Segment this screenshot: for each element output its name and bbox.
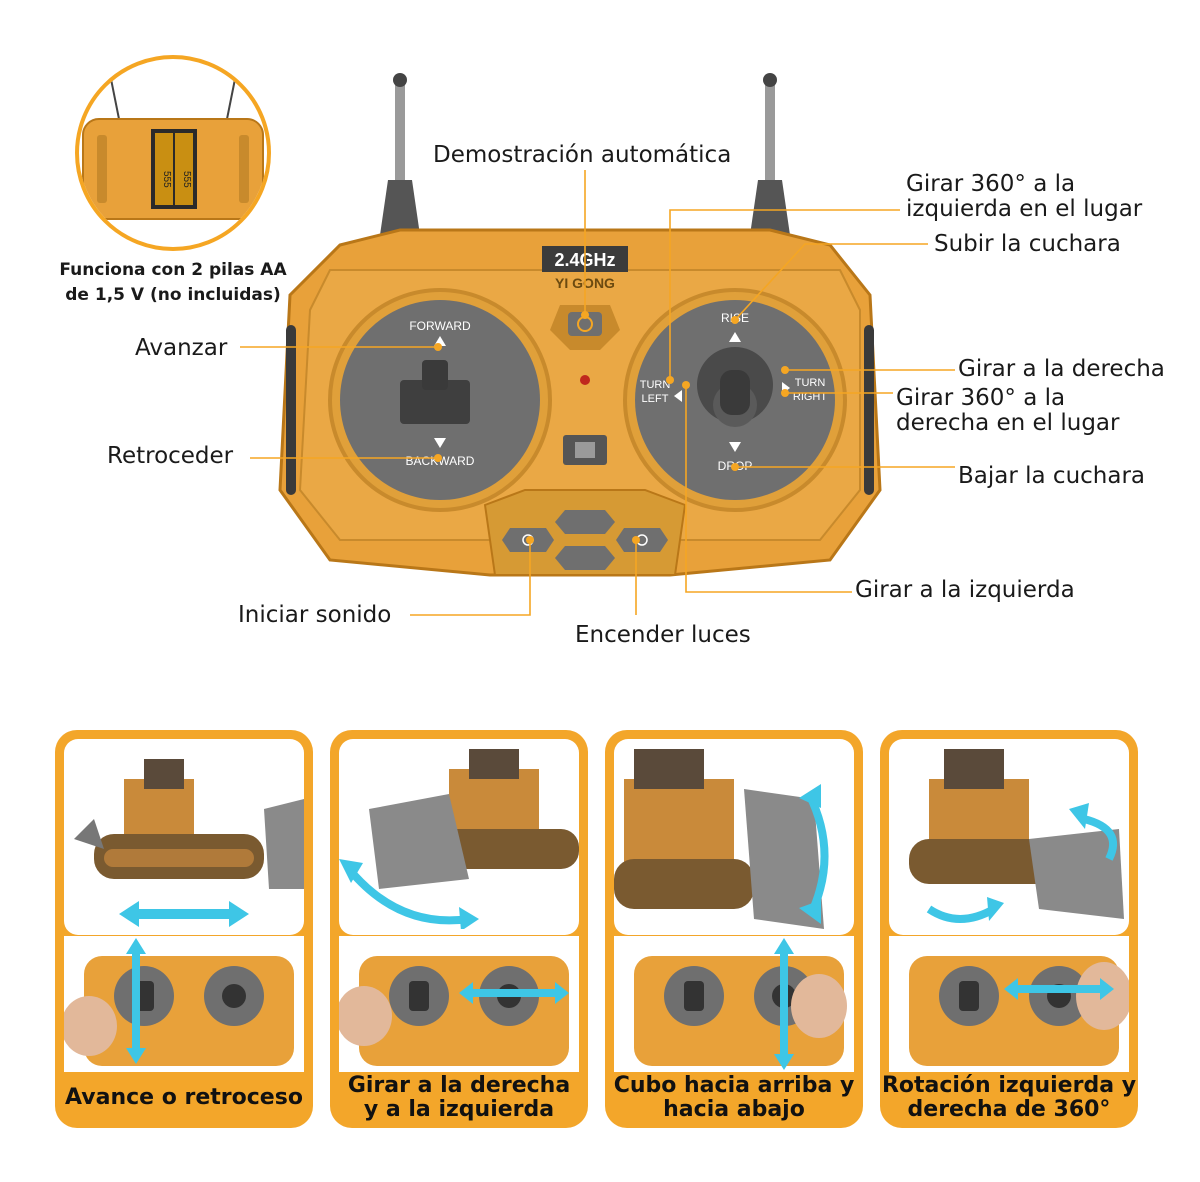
rotate-right-callout: Girar 360° a la derecha en el lugar	[896, 385, 1120, 437]
feature-panel-turn: Girar a la derecha y a la izquierda	[330, 730, 588, 1128]
curved-arrow-icon	[926, 803, 1117, 923]
turn-right-callout: Girar a la derecha	[958, 356, 1165, 382]
horizontal-arrow-icon	[459, 982, 569, 1004]
battery-label: 555	[181, 171, 192, 188]
forward-callout: Avanzar	[135, 335, 228, 361]
power-led	[580, 375, 590, 385]
turn-left-label: TURN	[640, 379, 671, 391]
up-arrow-icon	[729, 332, 741, 342]
feature-panel-forward-backward: Avance o retroceso	[55, 730, 313, 1128]
feature-panel-rotation: Rotación izquierda y derecha de 360°	[880, 730, 1138, 1128]
bulldozer-image	[889, 739, 1129, 935]
lights-callout: Encender luces	[575, 622, 751, 648]
panel-caption: Rotación izquierda y derecha de 360°	[881, 1072, 1137, 1122]
forward-label: FORWARD	[409, 319, 471, 333]
controller-photo	[889, 936, 1129, 1072]
turn-left-callout: Girar a la izquierda	[855, 577, 1075, 603]
callout-lines	[240, 170, 955, 616]
feature-panel-bucket: Cubo hacia arriba y hacia abajo	[605, 730, 863, 1128]
lower-bucket-callout: Bajar la cuchara	[958, 463, 1146, 489]
horizontal-arrow-icon	[119, 901, 249, 927]
bulldozer-image	[339, 739, 579, 935]
center-top-button[interactable]	[555, 510, 615, 534]
rotate-left-callout: Girar 360° a la izquierda en el lugar	[906, 171, 1143, 223]
bulldozer-image	[614, 739, 854, 935]
bulldozer-image	[64, 739, 304, 935]
turn-right-label: RIGHT	[793, 391, 828, 403]
demo-button[interactable]	[568, 312, 602, 336]
controller-photo	[339, 936, 579, 1072]
panel-caption: Cubo hacia arriba y hacia abajo	[613, 1072, 855, 1122]
down-arrow-icon	[434, 438, 446, 448]
turn-left-label: LEFT	[642, 393, 669, 405]
battery-compartment-image: 555 555	[75, 55, 271, 251]
vertical-arrow-icon	[126, 938, 146, 1064]
panel-caption: Avance o retroceso	[65, 1084, 303, 1110]
battery-label: 555	[161, 171, 172, 188]
demo-callout: Demostración automática	[433, 142, 732, 168]
controller-photo	[64, 936, 304, 1072]
right-antenna	[750, 73, 790, 235]
backward-callout: Retroceder	[107, 443, 234, 469]
battery-caption: Funciona con 2 pilas AA de 1,5 V (no inc…	[59, 260, 287, 305]
turn-right-label: TURN	[795, 377, 826, 389]
vertical-arrow-icon	[799, 784, 829, 924]
raise-bucket-callout: Subir la cuchara	[934, 231, 1121, 257]
panel-caption: Girar a la derecha y a la izquierda	[347, 1072, 571, 1122]
lights-button[interactable]	[616, 528, 668, 552]
left-antenna	[380, 73, 420, 235]
center-bottom-button[interactable]	[555, 546, 615, 570]
remote-controller: 2.4GHz YI GONG FORWARD BACKWARD RISE DRO…	[278, 73, 882, 577]
sound-callout: Iniciar sonido	[238, 602, 392, 628]
curved-arrow-icon	[339, 859, 479, 929]
joystick[interactable]	[720, 370, 750, 415]
left-arrow-icon	[674, 390, 682, 402]
controller-photo	[614, 936, 854, 1072]
down-arrow-icon	[729, 442, 741, 452]
horizontal-arrow-icon	[1004, 978, 1114, 1000]
left-stick[interactable]	[400, 380, 470, 424]
vertical-arrow-icon	[774, 938, 794, 1070]
